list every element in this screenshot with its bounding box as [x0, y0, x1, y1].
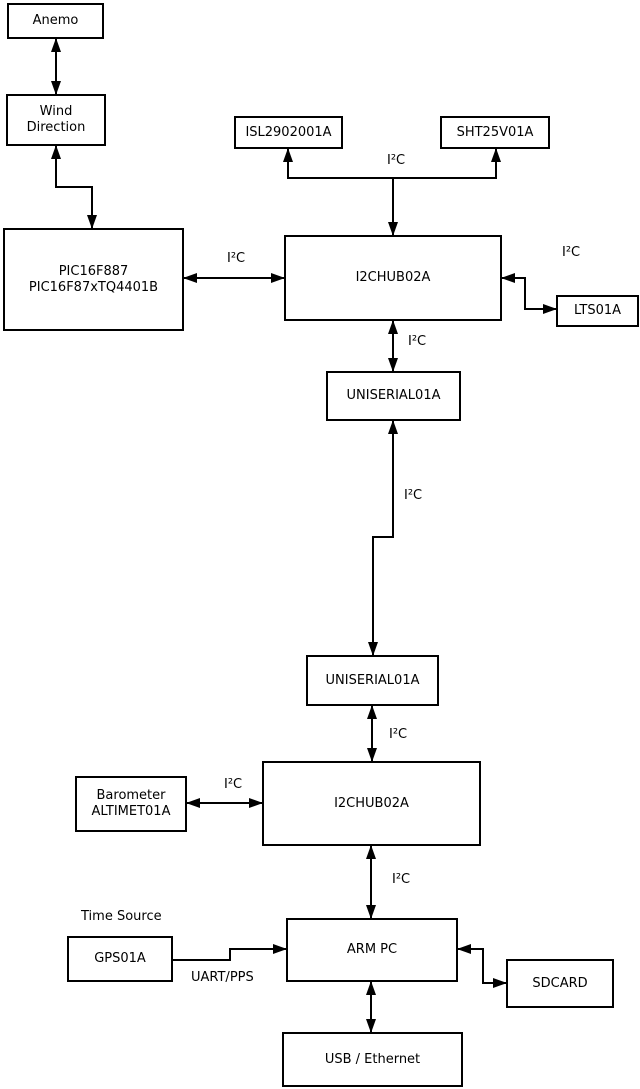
- edge-gps-armpc: [173, 944, 287, 961]
- i2c-label-hub-uniserial-top: I²C: [408, 334, 427, 349]
- node-label: SHT25V01A: [456, 124, 534, 140]
- node-anemo: Anemo: [7, 3, 104, 39]
- uart-pps-label: UART/PPS: [191, 970, 254, 985]
- node-barometer-altimet01a: Barometer ALTIMET01A: [75, 776, 187, 832]
- node-lts01a: LTS01A: [556, 295, 639, 327]
- edge-uniserialtop-uniserialbottom: [368, 420, 398, 656]
- node-label: Direction: [26, 120, 86, 135]
- i2c-label-pic-hub: I²C: [227, 251, 246, 266]
- node-label: Wind: [39, 104, 73, 119]
- i2c-label-sensor-branch: I²C: [387, 153, 406, 168]
- node-sdcard: SDCARD: [506, 959, 614, 1008]
- node-pic16f887: PIC16F887 PIC16F87xTQ4401B: [3, 228, 184, 331]
- i2c-label-barometer: I²C: [224, 777, 243, 792]
- edge-winddirection-pic: [51, 145, 97, 229]
- node-label: I2CHUB02A: [355, 270, 431, 285]
- node-label: ISL2902001A: [245, 124, 332, 140]
- node-label: Anemo: [32, 13, 79, 28]
- node-label: SDCARD: [532, 975, 588, 991]
- node-label: USB / Ethernet: [324, 1051, 421, 1067]
- node-isl2902001a: ISL2902001A: [234, 116, 343, 149]
- i2c-label-uniserial-hub-bottom: I²C: [389, 727, 408, 742]
- node-label: UNISERIAL01A: [346, 388, 441, 403]
- node-uniserial01a-bottom: UNISERIAL01A: [306, 655, 439, 706]
- time-source-label: Time Source: [81, 909, 162, 924]
- node-label: ARM PC: [346, 942, 398, 957]
- node-label: LTS01A: [573, 303, 622, 318]
- i2c-label-long-link: I²C: [404, 488, 423, 503]
- node-label: UNISERIAL01A: [325, 672, 420, 688]
- node-arm-pc: ARM PC: [286, 918, 458, 982]
- edge-armpc-sdcard: [457, 944, 507, 988]
- i2c-label-hub-armpc: I²C: [392, 872, 411, 887]
- node-uniserial01a-top: UNISERIAL01A: [326, 371, 461, 421]
- node-usb-ethernet: USB / Ethernet: [282, 1032, 463, 1087]
- node-label: I2CHUB02A: [334, 795, 409, 811]
- i2c-label-lts: I²C: [562, 245, 581, 260]
- node-label: ALTIMET01A: [91, 804, 171, 819]
- node-wind-direction: Wind Direction: [6, 94, 106, 146]
- edge-i2chubtop-lts: [501, 273, 557, 314]
- node-i2chub02a-bottom: I2CHUB02A: [262, 761, 481, 846]
- node-label: GPS01A: [94, 951, 146, 966]
- node-label: Barometer: [96, 788, 166, 803]
- node-sht25v01a: SHT25V01A: [440, 116, 550, 149]
- node-label: PIC16F887: [58, 263, 129, 279]
- node-label: PIC16F87xTQ4401B: [28, 279, 159, 295]
- node-i2chub02a-top: I2CHUB02A: [284, 235, 502, 321]
- node-gps01a: GPS01A: [67, 936, 173, 982]
